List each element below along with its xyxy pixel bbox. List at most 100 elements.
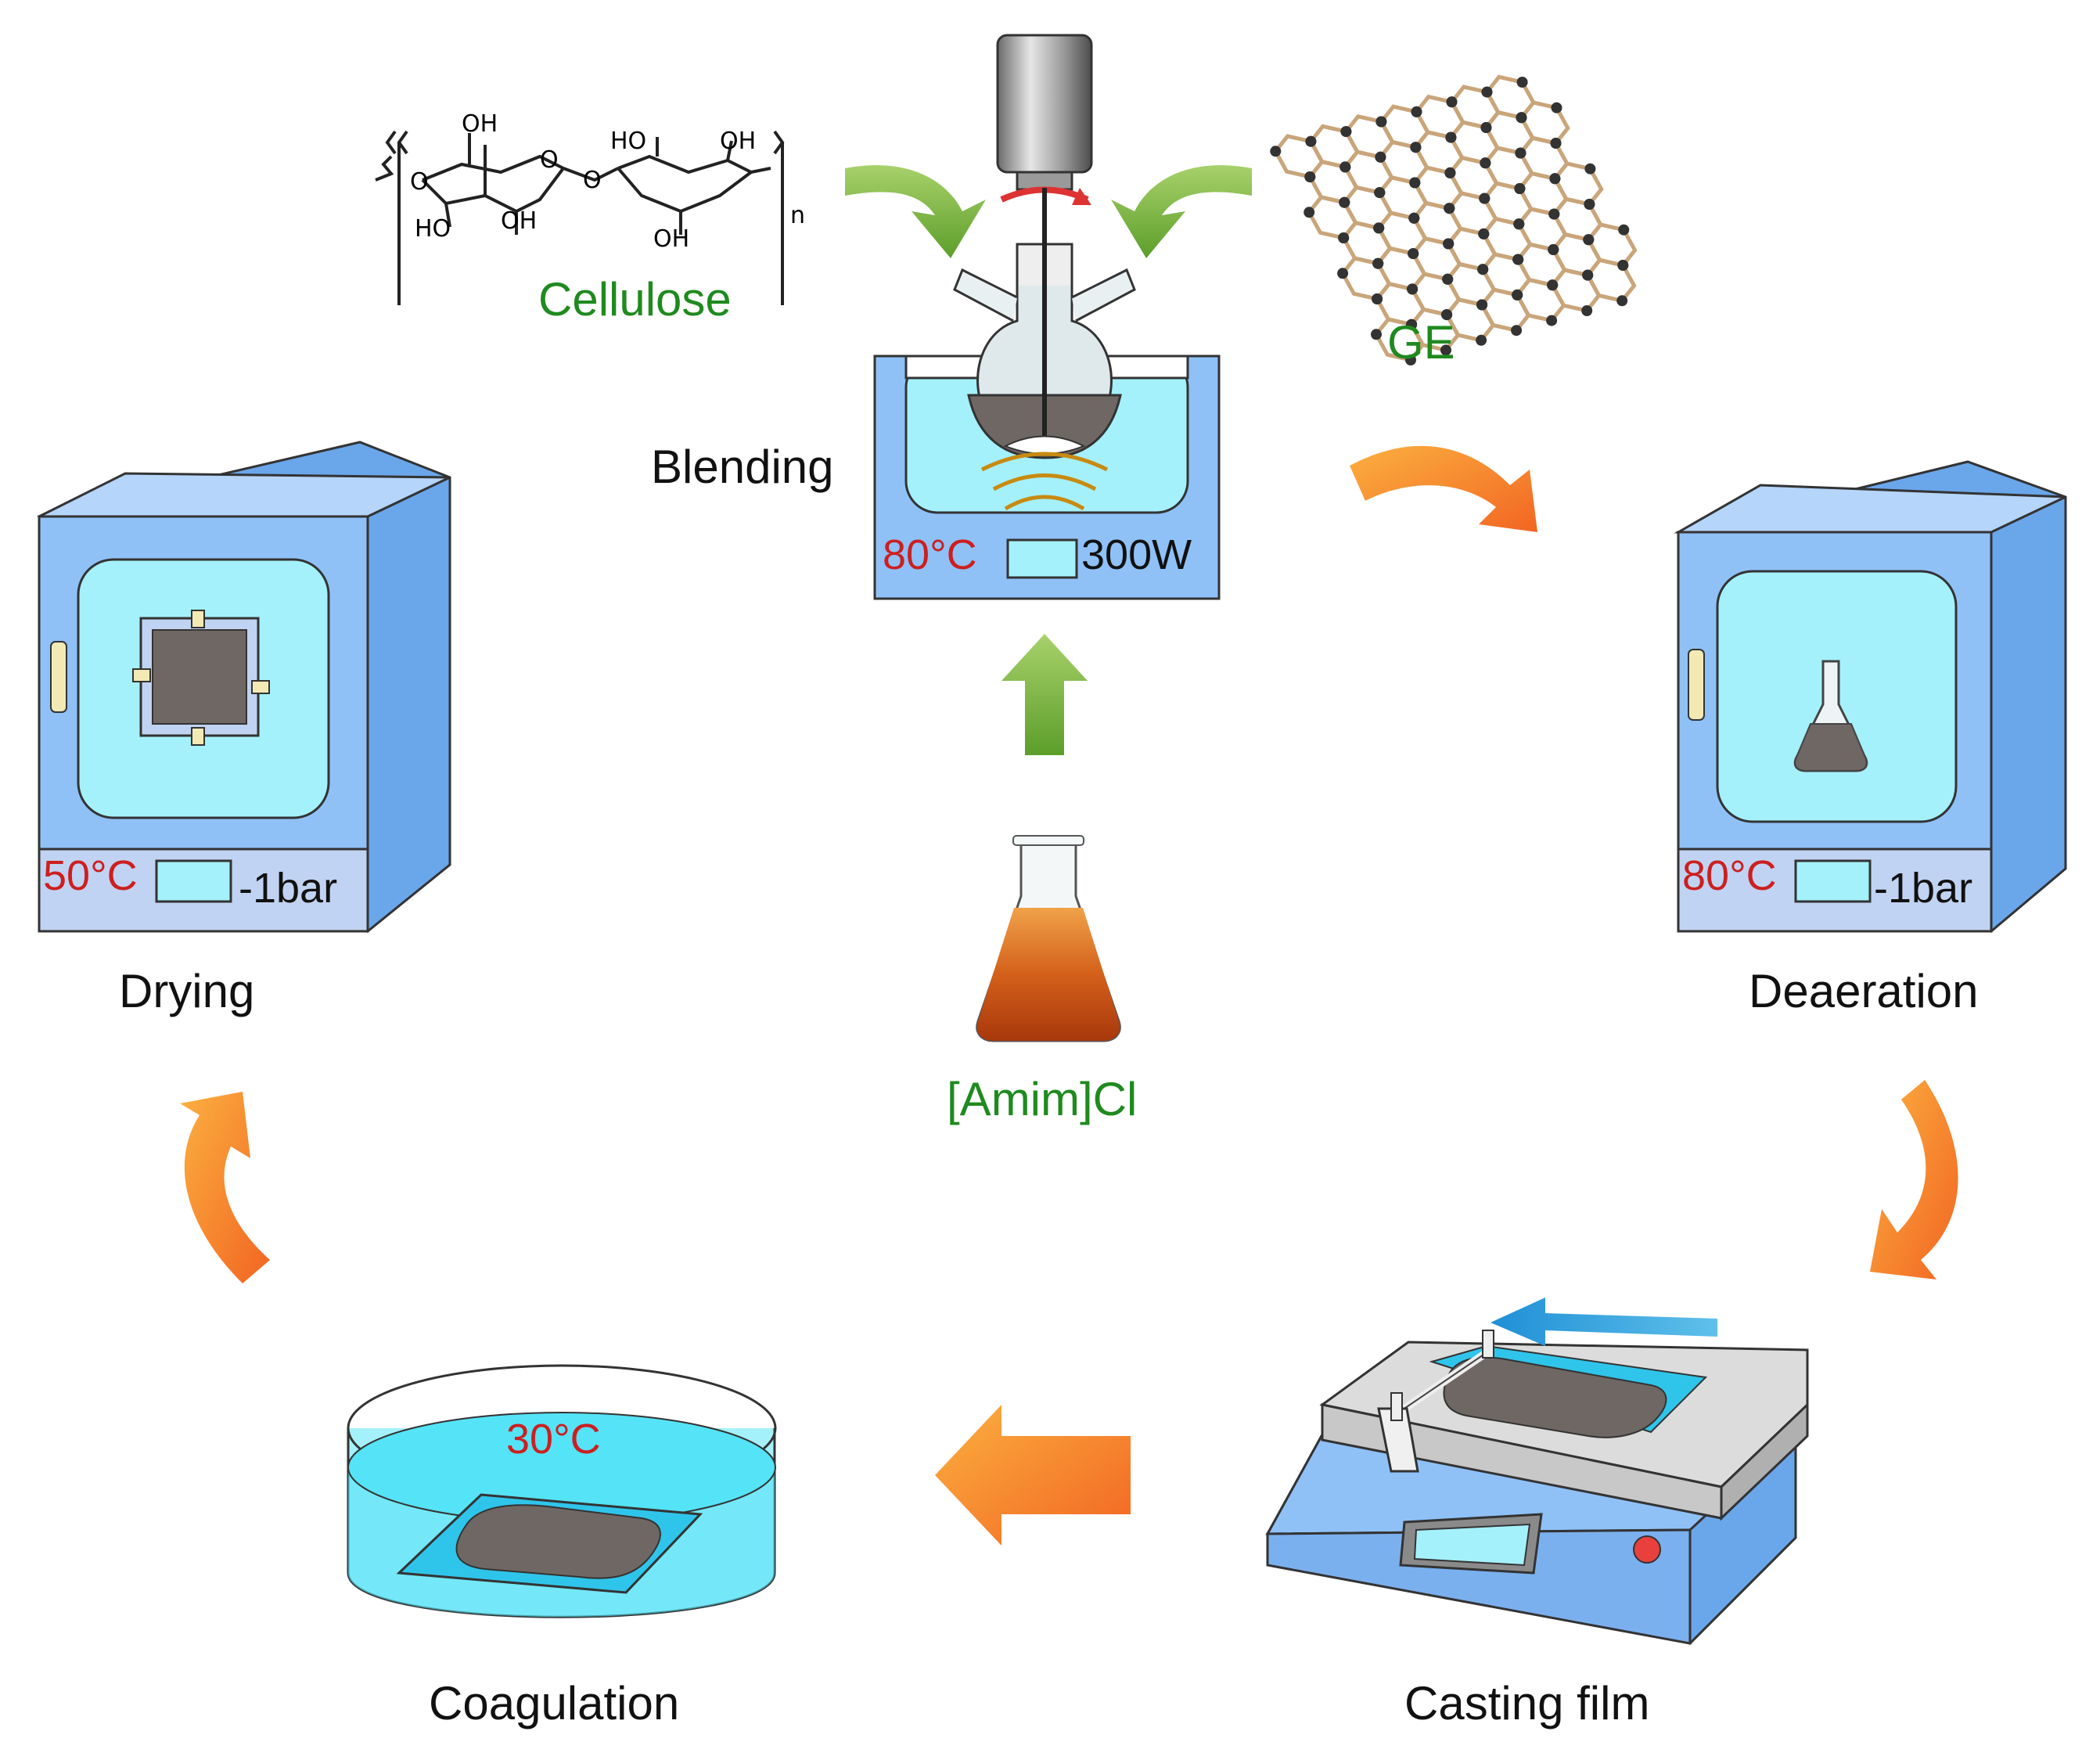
graphene-atom <box>1547 279 1559 291</box>
graphene-atom <box>1410 142 1422 153</box>
graphene-atom <box>1440 344 1451 356</box>
petri-dish-icon <box>347 1364 777 1618</box>
blending-temperature: 80°C <box>883 531 977 578</box>
graphene-atom <box>1476 299 1488 311</box>
group-o-2: O <box>540 146 559 174</box>
graphene-atom <box>1618 224 1630 236</box>
graphene-atom <box>1270 146 1282 157</box>
graphene-atom <box>1305 135 1317 147</box>
stirrer-motor-icon <box>996 34 1093 174</box>
graphene-atom <box>1408 212 1420 224</box>
green-arrow-icon <box>845 165 986 258</box>
blending-label: Blending <box>651 441 834 493</box>
graphene-atom <box>1551 102 1562 113</box>
graphene-atom <box>1373 222 1385 234</box>
graphene-atom <box>1513 218 1525 230</box>
film-applicator-icon <box>1265 1298 1809 1645</box>
graphene-atom <box>1372 293 1383 304</box>
group-o-3: O <box>583 167 602 194</box>
graphene-atom <box>1441 309 1453 321</box>
graphene-bond <box>1585 257 1637 304</box>
graphene-atom <box>1375 151 1386 163</box>
graphene-atom <box>1374 187 1386 199</box>
graphene-atom <box>1409 177 1421 189</box>
orange-arrow-icon <box>1870 1080 1958 1280</box>
graphene-atom <box>1408 248 1419 260</box>
graphene-atom <box>1375 116 1387 128</box>
green-arrow-icon <box>1001 634 1088 755</box>
deaeration-label: Deaeration <box>1749 965 1979 1017</box>
graphene-atom <box>1445 131 1457 143</box>
graphene-atom <box>1337 268 1349 279</box>
graphene-atom <box>1443 238 1455 250</box>
group-oh-4: OH <box>653 225 689 253</box>
group-oh-1: OH <box>462 110 498 138</box>
graphene-atom <box>1372 257 1384 269</box>
ge-label: GE <box>1387 316 1455 369</box>
vacuum-oven-icon <box>37 441 451 934</box>
graphene-atom <box>1550 138 1562 149</box>
graphene-atom <box>1548 208 1560 220</box>
graphene-atom <box>1581 305 1593 316</box>
graphene-atom <box>1478 228 1490 239</box>
group-n: n <box>790 202 805 229</box>
orange-arrow-icon <box>935 1405 1131 1546</box>
graphene-atom <box>1304 171 1316 182</box>
cellulose-label: Cellulose <box>538 273 732 326</box>
graphene-atom <box>1442 273 1454 285</box>
graphene-atom <box>1511 325 1523 337</box>
graphene-atom <box>1582 269 1594 281</box>
graphene-atom <box>1405 355 1416 365</box>
graphene-lattice-icon <box>1270 74 1638 365</box>
graphene-atom <box>1479 193 1490 204</box>
green-arrow-icon <box>1111 165 1252 258</box>
graphene-atom <box>1516 112 1527 124</box>
flask-icon <box>976 835 1121 1042</box>
graphene-atom <box>1548 244 1559 255</box>
group-ho-1: HO <box>415 215 451 243</box>
graphene-atom <box>1304 207 1315 218</box>
group-oh-2: OH <box>501 207 537 235</box>
group-ho-2: HO <box>610 128 646 155</box>
graphene-atom <box>1477 264 1489 275</box>
group-o-1: O <box>410 168 429 196</box>
graphene-atom <box>1476 334 1487 346</box>
graphene-atom <box>1481 86 1493 98</box>
graphene-atom <box>1515 147 1526 159</box>
orange-arrow-icon <box>180 1092 270 1283</box>
group-oh-3: OH <box>720 128 756 155</box>
graphene-atom <box>1617 260 1629 271</box>
drying-pressure: -1bar <box>239 865 338 912</box>
blending-setup <box>873 34 1221 600</box>
drying-label: Drying <box>119 965 255 1017</box>
graphene-atom <box>1516 77 1528 88</box>
graphene-atom <box>1480 157 1491 169</box>
graphene-atom <box>1407 283 1419 295</box>
graphene-atom <box>1444 203 1455 214</box>
coagulation-label: Coagulation <box>429 1677 680 1729</box>
orange-arrow-icon <box>1350 445 1537 532</box>
graphene-atom <box>1339 196 1350 208</box>
cellulose-structure <box>375 130 785 305</box>
graphene-atom <box>1340 126 1352 138</box>
blue-arrow-icon <box>1490 1298 1717 1346</box>
graphene-atom <box>1371 329 1382 340</box>
graphene-atom <box>1583 234 1595 246</box>
graphene-atom <box>1446 96 1458 108</box>
graphene-atom <box>1339 161 1351 173</box>
graphene-atom <box>1444 167 1456 178</box>
blending-power: 300W <box>1081 531 1192 578</box>
cellulose-groups: OH HO OH O O O HO OH OH n <box>410 110 805 253</box>
graphene-atom <box>1338 232 1350 243</box>
graphene-atom <box>1411 106 1422 117</box>
deaeration-pressure: -1bar <box>1874 865 1973 912</box>
graphene-atom <box>1584 199 1595 210</box>
graphene-atom <box>1549 173 1561 185</box>
casting-film-label: Casting film <box>1404 1677 1650 1729</box>
graphene-atom <box>1514 183 1526 194</box>
graphene-atom <box>1512 289 1523 301</box>
vacuum-oven-icon <box>1674 460 2067 934</box>
coagulation-temperature: 30°C <box>506 1416 601 1463</box>
